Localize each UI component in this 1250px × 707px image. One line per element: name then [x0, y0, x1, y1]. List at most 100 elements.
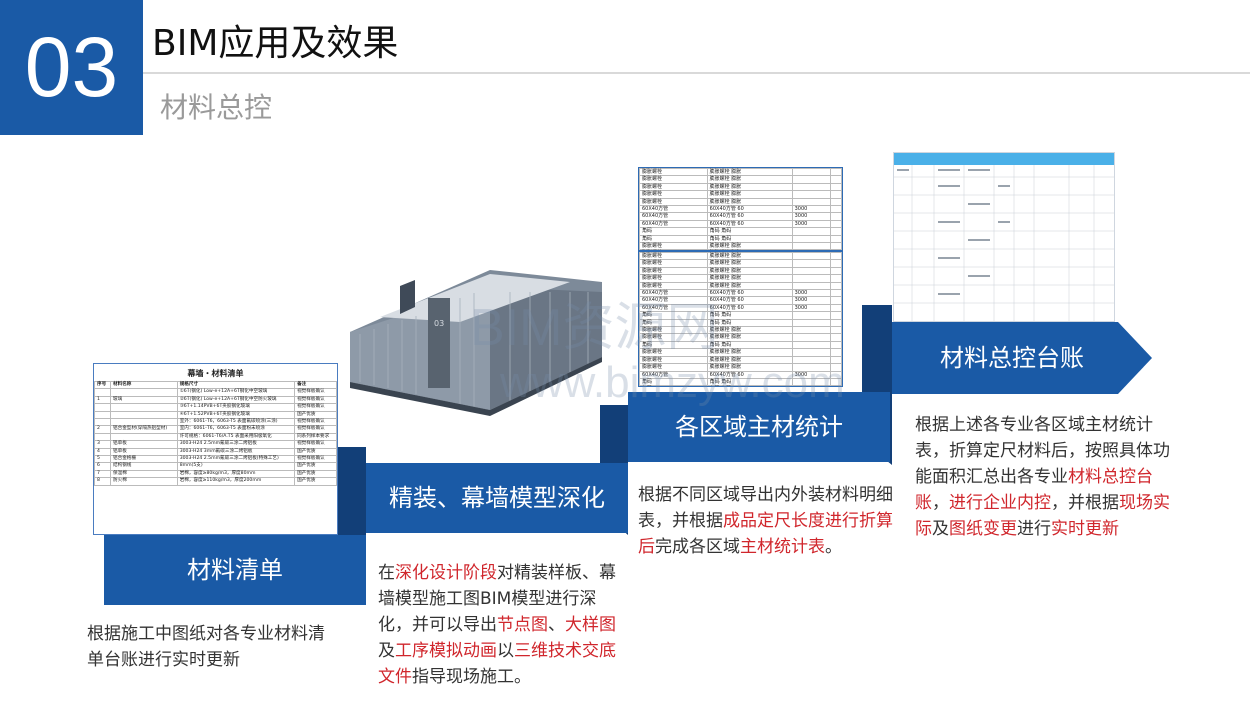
table-cell: 60X40方管 60: [706, 219, 793, 229]
table-cell: 视觉样板确认: [294, 455, 337, 464]
table-cell: 60X40方管 60: [706, 296, 793, 305]
table-cell: [830, 318, 842, 328]
table-cell: ④6T+1.52PVB+6T夹胶钢化玻璃: [176, 410, 296, 420]
table-cell: [791, 318, 832, 328]
table-cell: 膨胀螺栓 膨胀: [706, 333, 793, 342]
table-cell: 角码: [639, 227, 708, 236]
region-stat-table-2: 膨胀螺栓膨胀螺栓 膨胀膨胀螺栓膨胀螺栓 膨胀膨胀螺栓膨胀螺栓 膨胀膨胀螺栓膨胀螺…: [638, 251, 843, 387]
table-cell: 保温棉: [110, 469, 178, 479]
table-cell: 许可规格：6061-T6/A.T5 表面采用阳极氧化: [176, 432, 296, 442]
table-cell: 室外：6061-T6，6063-T5 表面氟碳喷涂(三涂): [176, 418, 296, 427]
table-cell: [791, 242, 832, 250]
table-cell: [830, 303, 842, 313]
step4-arrow-shape: [892, 322, 1152, 394]
table-cell: [110, 388, 178, 397]
table-cell: [830, 259, 842, 268]
table-cell: 1: [93, 395, 112, 405]
table-cell: 2: [93, 425, 112, 434]
region-stat-table-1: 膨胀螺栓膨胀螺栓 膨胀膨胀螺栓膨胀螺栓 膨胀膨胀螺栓膨胀螺栓 膨胀膨胀螺栓膨胀螺…: [638, 167, 843, 251]
table-cell: 角码 角码: [706, 340, 793, 350]
table-cell: 膨胀螺栓 膨胀: [706, 249, 793, 250]
table-cell: 角码 角码: [706, 318, 793, 328]
building-model-render: 03: [350, 270, 602, 416]
stat-row: 角码角码 角码: [639, 377, 842, 386]
table-cell: [830, 219, 842, 229]
table-cell: 视觉样板确认: [294, 403, 337, 412]
table-cell: [830, 227, 842, 236]
table-cell: 室内：6061-T6，6063-T5 表面粉末喷涂: [176, 425, 296, 434]
table-cell: [830, 190, 842, 199]
table-cell: 3000: [791, 205, 832, 214]
table-cell: [830, 205, 842, 214]
table-cell: 3003-H24 2.5mm氟碳三涂二烤铝板(特殊工艺): [176, 455, 296, 464]
step4-label: 材料总控台账: [940, 344, 1084, 372]
table-cell: [791, 182, 832, 192]
table-cell: 3000: [791, 212, 832, 221]
table-cell: [830, 289, 842, 298]
table-cell: 3003-H24 3mm氟碳三涂二烤铝板: [176, 447, 296, 457]
table-cell: [791, 259, 832, 268]
table-cell: 角码 角码: [706, 234, 793, 244]
table-cell: [791, 197, 832, 207]
table-cell: 60X40方管: [639, 205, 708, 214]
stat-row: 膨胀螺栓膨胀螺栓 膨胀: [639, 197, 842, 207]
watermark-logo: BIM资源网: [470, 299, 719, 357]
stat-row: 膨胀螺栓膨胀螺栓 膨胀: [639, 363, 842, 372]
table-cell: [830, 234, 842, 244]
table-cell: 铝单板: [110, 440, 178, 449]
table-cell: 5: [93, 455, 112, 464]
table-cell: 膨胀螺栓: [639, 252, 708, 261]
table-cell: 3000: [791, 219, 832, 229]
table-cell: 视觉样板确认: [294, 418, 337, 427]
table-cell: 铝合金格栅: [110, 455, 178, 464]
step3-label: 各区域主材统计: [628, 392, 890, 462]
table-cell: [791, 175, 832, 184]
table-cell: 60X40方管 60: [706, 212, 793, 221]
stat-row: 角码角码 角码: [639, 227, 842, 236]
table-cell: [93, 388, 112, 397]
table-cell: [830, 266, 842, 276]
ledger-header-band: [894, 153, 1114, 165]
material-row: ③6T+1.14PVB+6T夹胶钢化玻璃视觉样板确认: [93, 403, 337, 412]
table-cell: 角码 角码: [706, 385, 793, 386]
stat-row: 膨胀螺栓膨胀螺栓 膨胀: [639, 168, 842, 177]
table-cell: 膨胀螺栓: [639, 168, 708, 177]
table-cell: 结构钢线: [110, 462, 178, 471]
table-cell: [791, 234, 832, 244]
table-cell: [791, 227, 832, 236]
table-cell: [93, 410, 112, 420]
table-cell: 膨胀螺栓 膨胀: [706, 281, 793, 291]
table-cell: 防火棉: [110, 477, 178, 486]
table-cell: [830, 385, 842, 386]
table-cell: [93, 403, 112, 412]
table-cell: [830, 242, 842, 250]
stat-row: 膨胀螺栓膨胀螺栓 膨胀: [639, 259, 842, 268]
table-cell: 视觉样板确认: [294, 425, 337, 434]
step2-desc: 在深化设计阶段对精装样板、幕墙模型施工图BIM模型进行深化，并可以导出节点图、大…: [378, 563, 616, 687]
table-cell: 角码 角码: [706, 311, 793, 320]
stat-row: 膨胀螺栓膨胀螺栓 膨胀: [639, 274, 842, 283]
stat-row: 膨胀螺栓膨胀螺栓 膨胀: [639, 348, 842, 357]
table-cell: [791, 190, 832, 199]
table-cell: 8mm(5支): [176, 462, 296, 471]
table-cell: ③6T+1.14PVB+6T夹胶钢化玻璃: [176, 403, 296, 412]
table-cell: [830, 296, 842, 305]
table-cell: [830, 326, 842, 335]
table-cell: 膨胀螺栓: [639, 190, 708, 199]
table-cell: ②6T(钢化) Low-e+12A+6T钢化中空防火玻璃: [176, 395, 296, 405]
table-cell: 角码 角码: [706, 377, 793, 386]
table-cell: 膨胀螺栓 膨胀: [706, 259, 793, 268]
stat-row: 角码角码 角码: [639, 340, 842, 350]
table-cell: [830, 348, 842, 357]
table-cell: 膨胀螺栓 膨胀: [706, 168, 793, 177]
